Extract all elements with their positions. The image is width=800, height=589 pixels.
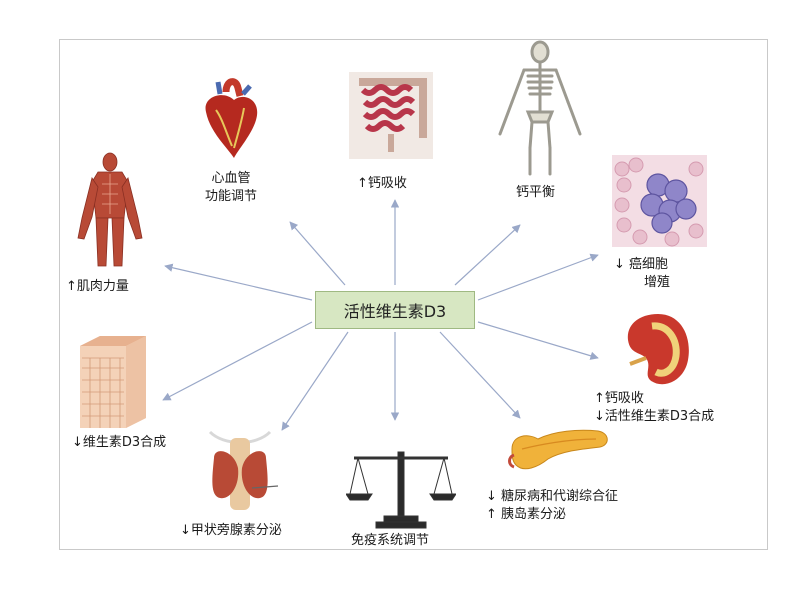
cancer-cell-icon xyxy=(612,155,707,247)
skin-label: ↓维生素D3合成 xyxy=(72,435,167,450)
cancer-label: ↓ 癌细胞 增殖 xyxy=(614,257,671,290)
heart-icon xyxy=(205,78,258,158)
intestine-label: ↑钙吸收 xyxy=(357,176,407,191)
pancreas-label: ↓ 糖尿病和代谢综合征 ↑ 胰岛素分泌 xyxy=(486,489,619,522)
muscle-label: ↑肌肉力量 xyxy=(66,279,129,294)
intestine-icon xyxy=(349,72,433,159)
arrow-skin xyxy=(162,321,313,401)
pancreas-icon xyxy=(508,429,608,470)
immune-label: 免疫系统调节 xyxy=(351,533,430,548)
heart-label: 心血管 功能调节 xyxy=(205,171,258,204)
diagram-frame xyxy=(59,39,768,550)
skeleton-label: 钙平衡 xyxy=(516,185,556,200)
muscle-body-icon xyxy=(77,152,143,267)
thyroid-icon xyxy=(208,430,279,510)
center-node: 活性维生素D3 xyxy=(315,291,475,329)
arrow-pancreas xyxy=(439,331,521,419)
kidney-icon xyxy=(627,314,689,385)
arrow-kidney xyxy=(477,321,599,360)
kidney-label: ↑钙吸收 ↓活性维生素D3合成 xyxy=(594,391,715,424)
arrow-skeleton xyxy=(454,224,521,286)
skin-tissue-icon xyxy=(80,336,146,428)
skeleton-icon xyxy=(498,40,582,176)
arrow-cancer xyxy=(477,253,599,301)
arrow-muscle xyxy=(164,263,313,301)
arrow-thyroid xyxy=(281,331,349,431)
thyroid-label: ↓甲状旁腺素分泌 xyxy=(180,523,282,538)
arrow-heart xyxy=(289,221,346,286)
scale-icon xyxy=(346,451,456,529)
